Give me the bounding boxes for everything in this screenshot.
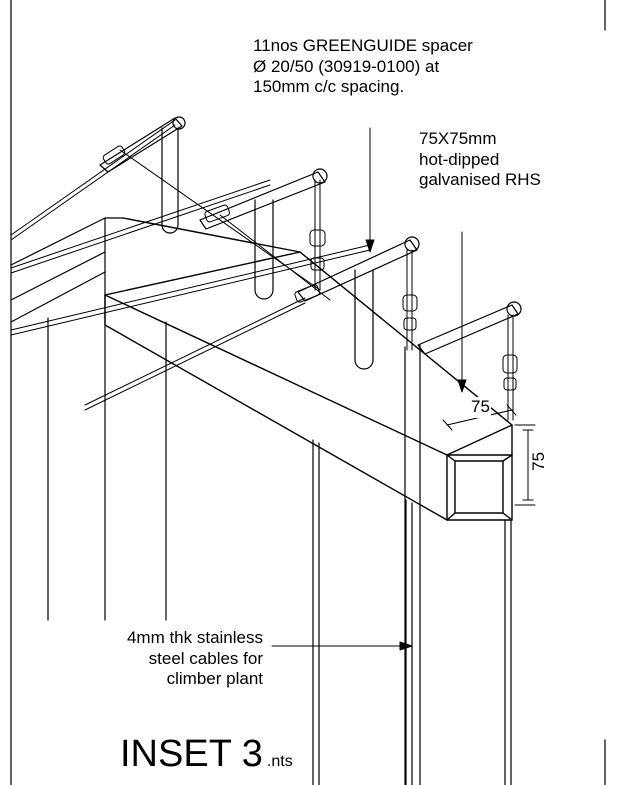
- dimension-width-label: 75: [470, 397, 491, 418]
- spacer-callout: 11nos GREENGUIDE spacer Ø 20/50 (30919-0…: [253, 36, 473, 98]
- spacer-callout-line-3: 150mm c/c spacing.: [253, 77, 405, 97]
- dimension-height-label: 75: [529, 450, 550, 472]
- drawing-title-scale: .nts: [266, 753, 293, 770]
- drawing-title: INSET 3.nts: [120, 735, 293, 773]
- support-posts: [312, 439, 512, 785]
- vertical-fittings: [102, 145, 518, 421]
- rhs-beam: [104, 217, 513, 521]
- cables-callout-line-3: climber plant: [166, 669, 263, 689]
- rhs-callout-line-2: hot-dipped: [419, 149, 500, 169]
- rhs-callout-line-1: 75X75mm: [419, 129, 497, 148]
- spacer-callout-line-2: Ø 20/50 (30919-0100) at: [253, 56, 440, 76]
- dimension-lines: [442, 404, 536, 506]
- rhs-callout: 75X75mm hot-dipped galvanised RHS: [419, 129, 541, 191]
- frame-lines: [10, 0, 606, 785]
- spacer-arms: [99, 116, 522, 370]
- cables-callout-line-1: 4mm thk stainless: [126, 628, 263, 647]
- cables-callout: 4mm thk stainless steel cables for climb…: [80, 628, 263, 690]
- drawing-title-main: INSET 3: [120, 733, 263, 775]
- horizontal-cables: [10, 119, 371, 411]
- spacer-callout-line-1: 11nos GREENGUIDE spacer: [253, 36, 473, 55]
- leader-lines: [271, 127, 467, 651]
- rhs-callout-line-3: galvanised RHS: [419, 170, 541, 190]
- wall-frame: [10, 217, 421, 785]
- cables-callout-line-2: steel cables for: [148, 648, 263, 668]
